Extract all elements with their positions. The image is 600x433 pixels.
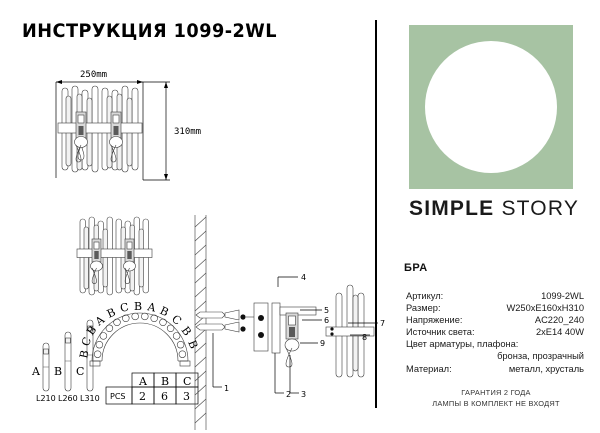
callout-6: 6 [324,316,329,325]
spec-key-voltage: Напряжение: [406,315,463,326]
brand-name: SIMPLE STORY [409,197,579,221]
callout-2: 2 [286,390,291,399]
spec-key-article: Артикул: [406,291,444,301]
footer-notes: ГАРАНТИЯ 2 ГОДА ЛАМПЫ В КОМПЛЕКТ НЕ ВХОД… [396,388,596,409]
callout-5: 5 [324,306,329,315]
rod-length-b: L260 [58,394,78,403]
table-header-b: B [161,375,169,388]
brand-logo [409,25,573,189]
svg-text:B: B [77,349,91,360]
rod-label-c: C [76,365,84,378]
spec-row-material: Материал: металл, хрусталь [406,363,584,375]
vertical-divider [375,20,377,408]
product-spec-list: Артикул: 1099-2WL Размер: W250xE160xH310… [406,290,584,375]
spec-value-color: бронза, прозрачный [497,351,584,362]
spec-key-lamp: Источник света: [406,327,475,338]
spec-row-lamp: Источник света: 2xE14 40W [406,326,584,338]
dimension-drawing: 250mm 310mm [18,60,358,210]
spec-value-lamp: 2xE14 40W [535,327,584,338]
svg-text:B: B [185,338,200,350]
table-value-b: 6 [161,390,168,403]
svg-text:B: B [84,323,99,337]
wall-mount-detail: 1 2 3 4 5 6 9 7 8 [194,215,385,430]
callout-4: 4 [301,273,306,282]
parts-table: PCS A B C 2 6 3 [105,372,199,405]
spec-key-size: Размер: [406,303,441,314]
spec-row-size: Размер: W250xE160xH310 [406,302,584,314]
callout-3: 3 [301,390,306,399]
rod-length-c: L310 [80,394,100,403]
svg-text:C: C [119,300,130,314]
spec-row-voltage: Напряжение: AC220_240 [406,314,584,326]
callout-1: 1 [224,384,229,393]
brand-name-bold: SIMPLE [409,197,495,220]
callout-8: 8 [362,333,367,342]
assembly-drawing: A B C L210 L260 L310 [10,215,385,430]
svg-text:B: B [105,306,118,321]
table-header-a: A [138,375,148,388]
spec-key-material: Материал: [406,363,452,374]
rod-length-a: L210 [36,394,56,403]
spec-value-material: металл, хрусталь [508,363,584,374]
footer-warranty: ГАРАНТИЯ 2 ГОДА [461,388,531,397]
spec-value-voltage: AC220_240 [534,315,584,326]
callout-9: 9 [320,339,325,348]
arch-diagram: B C B A B C B A B C B B [77,300,200,367]
spec-row-article: Артикул: 1099-2WL [406,290,584,302]
page-title: ИНСТРУКЦИЯ 1099-2WL [22,20,277,42]
logo-circle-shape [425,41,557,173]
table-value-c: 3 [183,390,190,403]
svg-text:A: A [92,313,108,329]
svg-text:B: B [134,300,142,313]
table-row-label: PCS [110,392,126,401]
table-value-a: 2 [139,390,146,403]
brand-name-regular: STORY [501,197,580,220]
callout-7: 7 [380,319,385,328]
rod-legend: A B C L210 L260 L310 [31,319,100,403]
spec-value-size: W250xE160xH310 [506,303,584,314]
height-dimension-label: 310mm [174,127,201,137]
table-header-c: C [183,375,191,388]
svg-text:C: C [169,312,184,327]
svg-text:A: A [145,300,157,315]
footer-lamps-note: ЛАМПЫ В КОМПЛЕКТ НЕ ВХОДЯТ [432,398,560,408]
rod-label-a: A [31,365,41,378]
product-type-label: БРА [404,262,428,274]
spec-value-article: 1099-2WL [541,291,584,301]
spec-key-color: Цвет арматуры, плафона: [406,339,519,350]
width-dimension-label: 250mm [80,70,107,80]
rod-label-b: B [54,365,62,378]
